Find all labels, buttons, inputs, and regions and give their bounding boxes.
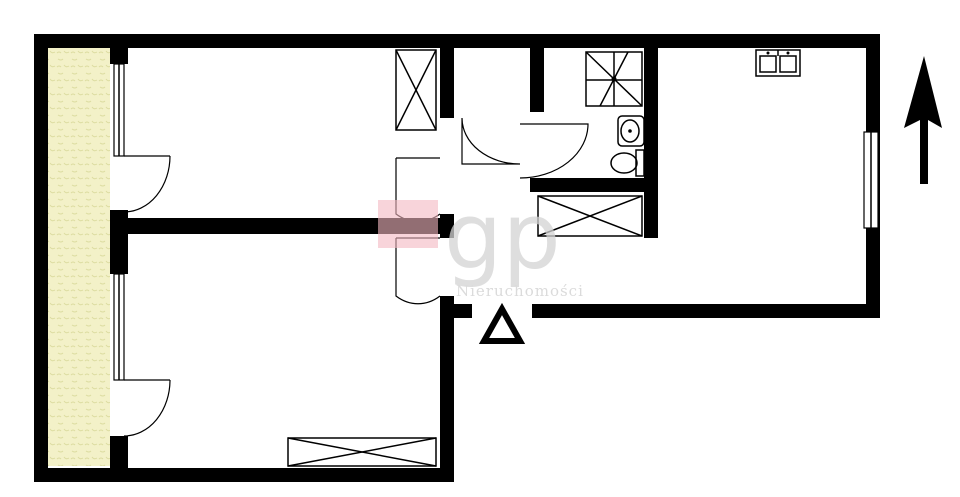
watermark-pink-block [378, 200, 438, 248]
shower-icon [585, 51, 643, 107]
washbasin-icon [617, 115, 645, 147]
entrance-triangle-icon [478, 302, 526, 344]
north-arrow-icon [904, 56, 942, 184]
interior-walls [110, 48, 658, 470]
balcony-area [48, 48, 110, 466]
toilet-icon [610, 149, 645, 177]
wardrobes [287, 49, 643, 467]
windows [113, 63, 879, 381]
watermark-subtitle: Nieruchomości [456, 282, 584, 300]
kitchen-sink-icon [755, 49, 801, 77]
watermark-brand: gp [444, 183, 561, 290]
bathroom-fixtures [585, 51, 645, 177]
watermark-logo: gp Nieruchomości [378, 183, 584, 300]
